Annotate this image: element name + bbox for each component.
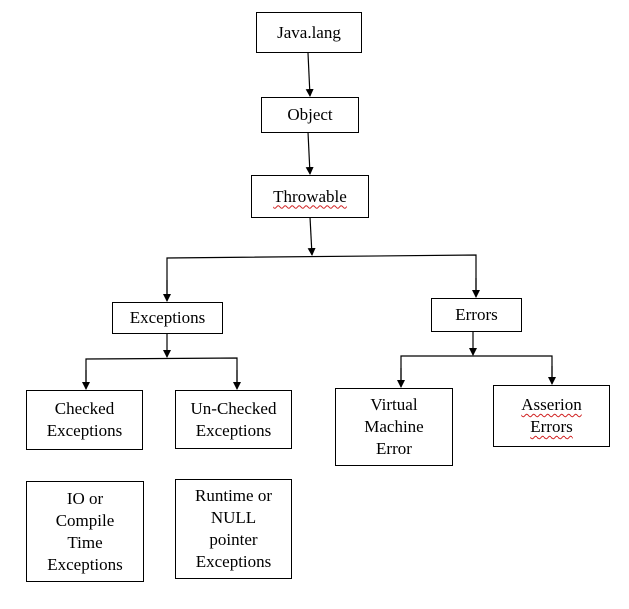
node-java-lang: Java.lang [256,12,362,53]
arrow-object-to-throwable [305,131,314,175]
connector-exceptions-branch [85,357,238,388]
node-unchecked-exceptions-label: Un-Checked Exceptions [190,398,277,440]
node-java-lang-label: Java.lang [277,22,341,42]
node-exceptions-label: Exceptions [129,308,206,327]
arrow-javalang-to-object [305,52,314,97]
node-virtual-machine-error-label: Virtual Machine Error [364,395,424,458]
node-runtime-null-exceptions-label: Runtime or NULL pointer Exceptions [195,486,272,571]
arrow-throwable-down [307,216,316,256]
node-assertion-errors-label: Asserion Errors [521,395,582,436]
node-virtual-machine-error: Virtual Machine Error [335,388,453,466]
connector-throwable-branch [166,254,477,300]
node-object-label: Object [287,105,333,124]
node-io-compile-exceptions: IO or Compile Time Exceptions [26,481,144,582]
node-object: Object [261,97,359,133]
node-throwable: Throwable [251,175,369,218]
node-checked-exceptions: Checked Exceptions [26,390,143,450]
node-errors-label: Errors [455,305,498,324]
node-throwable-label: Throwable [273,186,347,206]
node-unchecked-exceptions: Un-Checked Exceptions [175,390,292,449]
node-runtime-null-exceptions: Runtime or NULL pointer Exceptions [175,479,292,579]
node-assertion-errors: Asserion Errors [493,385,610,447]
node-exceptions: Exceptions [112,302,223,334]
node-errors: Errors [431,298,522,332]
node-checked-exceptions-label: Checked Exceptions [46,399,123,440]
node-io-compile-exceptions-label: IO or Compile Time Exceptions [47,488,123,574]
connector-errors-branch [400,355,553,386]
